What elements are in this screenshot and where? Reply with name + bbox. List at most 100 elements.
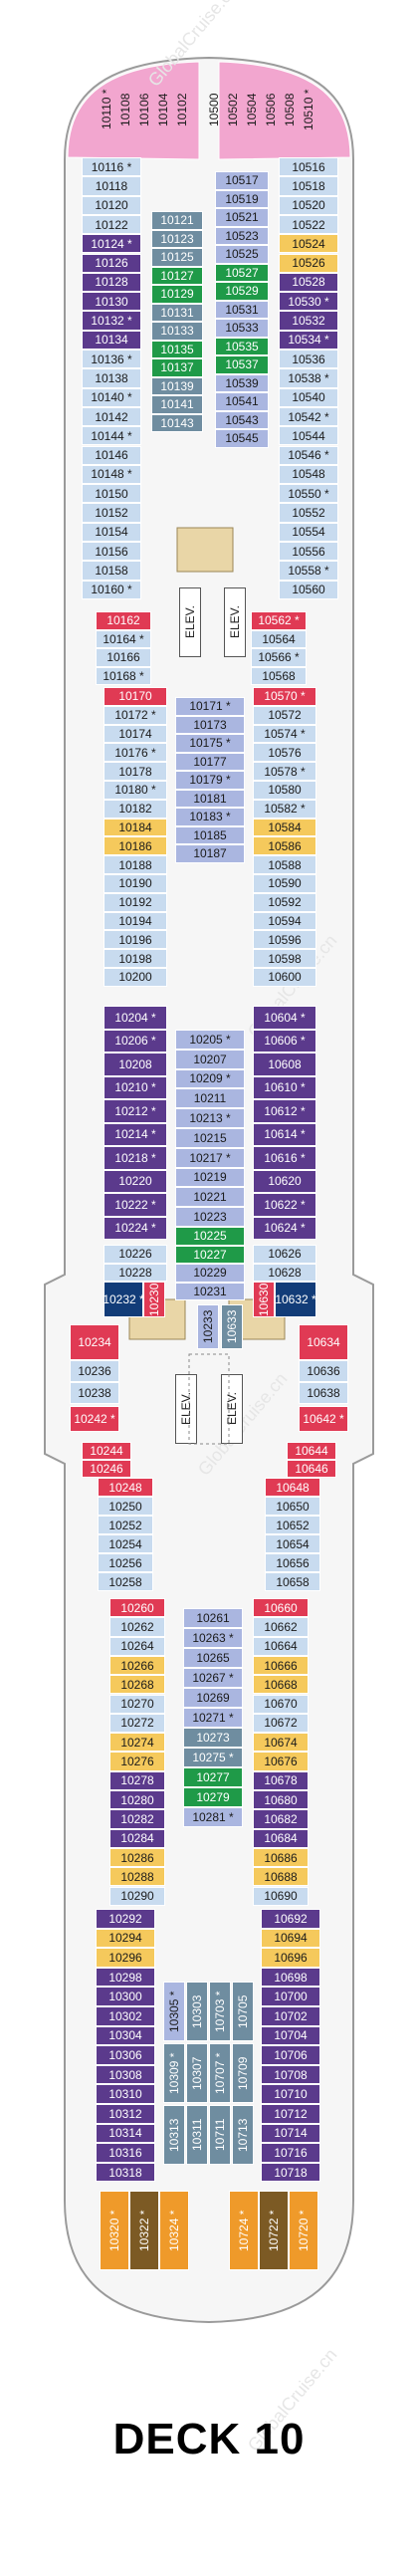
cabin-10531[interactable]: 10531	[215, 300, 269, 319]
cabin-10633[interactable]: 10633	[221, 1304, 243, 1349]
cabin-10284[interactable]: 10284	[109, 1828, 165, 1848]
cabin-10207[interactable]: 10207	[175, 1049, 245, 1069]
cabin-10170[interactable]: 10170	[104, 687, 167, 706]
cabin-10592[interactable]: 10592	[253, 892, 316, 912]
cabin-10314[interactable]: 10314	[96, 2123, 155, 2144]
cabin-10172[interactable]: 10172 *	[104, 705, 167, 725]
cabin-10510[interactable]: 10510 *	[302, 89, 315, 130]
cabin-10146[interactable]: 10146	[82, 445, 141, 465]
cabin-10310[interactable]: 10310	[96, 2084, 155, 2104]
cabin-10521[interactable]: 10521	[215, 208, 269, 227]
cabin-10526[interactable]: 10526	[279, 253, 338, 273]
cabin-10702[interactable]: 10702	[261, 2006, 320, 2026]
cabin-10179[interactable]: 10179 *	[175, 771, 245, 790]
cabin-10181[interactable]: 10181	[175, 789, 245, 808]
cabin-10260[interactable]: 10260	[109, 1598, 165, 1618]
cabin-10540[interactable]: 10540	[279, 387, 338, 407]
cabin-10668[interactable]: 10668	[253, 1675, 309, 1695]
cabin-10684[interactable]: 10684	[253, 1828, 309, 1848]
cabin-10300[interactable]: 10300	[96, 1987, 155, 2006]
cabin-10180[interactable]: 10180 *	[104, 781, 167, 800]
cabin-10612[interactable]: 10612 *	[253, 1099, 316, 1123]
cabin-10244[interactable]: 10244	[82, 1442, 131, 1460]
cabin-10620[interactable]: 10620	[253, 1169, 316, 1193]
cabin-10718[interactable]: 10718	[261, 2162, 320, 2183]
cabin-10654[interactable]: 10654	[265, 1534, 320, 1553]
cabin-10316[interactable]: 10316	[96, 2143, 155, 2163]
cabin-10539[interactable]: 10539	[215, 373, 269, 392]
cabin-10572[interactable]: 10572	[253, 705, 316, 725]
cabin-10520[interactable]: 10520	[279, 195, 338, 215]
cabin-10280[interactable]: 10280	[109, 1790, 165, 1810]
cabin-10219[interactable]: 10219	[175, 1167, 245, 1188]
cabin-10212[interactable]: 10212 *	[104, 1099, 167, 1123]
cabin-10168[interactable]: 10168 *	[96, 666, 151, 685]
cabin-10674[interactable]: 10674	[253, 1733, 309, 1753]
cabin-10274[interactable]: 10274	[109, 1733, 165, 1753]
cabin-10132[interactable]: 10132 *	[82, 311, 141, 331]
cabin-10238[interactable]: 10238	[70, 1382, 119, 1404]
cabin-10296[interactable]: 10296	[96, 1948, 155, 1968]
cabin-10129[interactable]: 10129	[151, 285, 203, 304]
cabin-10672[interactable]: 10672	[253, 1713, 309, 1734]
cabin-10622[interactable]: 10622 *	[253, 1193, 316, 1217]
cabin-10262[interactable]: 10262	[109, 1617, 165, 1637]
cabin-10204[interactable]: 10204 *	[104, 1006, 167, 1030]
cabin-10222[interactable]: 10222 *	[104, 1193, 167, 1217]
cabin-10582[interactable]: 10582 *	[253, 799, 316, 819]
cabin-10682[interactable]: 10682	[253, 1809, 309, 1829]
cabin-10500[interactable]: 10500	[207, 93, 221, 126]
cabin-10125[interactable]: 10125	[151, 248, 203, 267]
cabin-10548[interactable]: 10548	[279, 464, 338, 485]
cabin-10220[interactable]: 10220	[104, 1169, 167, 1193]
cabin-10217[interactable]: 10217 *	[175, 1147, 245, 1168]
cabin-10714[interactable]: 10714	[261, 2123, 320, 2144]
cabin-10529[interactable]: 10529	[215, 282, 269, 301]
cabin-10566[interactable]: 10566 *	[251, 648, 307, 667]
cabin-10537[interactable]: 10537	[215, 355, 269, 374]
cabin-10720[interactable]: 10720 *	[289, 2191, 318, 2270]
cabin-10624[interactable]: 10624 *	[253, 1216, 316, 1240]
cabin-10558[interactable]: 10558 *	[279, 561, 338, 581]
cabin-10242[interactable]: 10242 *	[70, 1406, 119, 1432]
cabin-10536[interactable]: 10536	[279, 350, 338, 369]
cabin-10186[interactable]: 10186	[104, 836, 167, 856]
cabin-10711[interactable]: 10711	[209, 2105, 231, 2165]
cabin-10236[interactable]: 10236	[70, 1360, 119, 1382]
cabin-10586[interactable]: 10586	[253, 836, 316, 856]
cabin-10320[interactable]: 10320 *	[100, 2191, 129, 2270]
cabin-10254[interactable]: 10254	[98, 1534, 153, 1553]
cabin-10306[interactable]: 10306	[96, 2045, 155, 2065]
cabin-10272[interactable]: 10272	[109, 1713, 165, 1734]
cabin-10588[interactable]: 10588	[253, 855, 316, 874]
cabin-10192[interactable]: 10192	[104, 892, 167, 912]
cabin-10705[interactable]: 10705	[232, 1982, 254, 2041]
cabin-10230[interactable]: 10230	[143, 1282, 165, 1317]
cabin-10636[interactable]: 10636	[299, 1360, 348, 1382]
cabin-10121[interactable]: 10121	[151, 211, 203, 230]
cabin-10288[interactable]: 10288	[109, 1867, 165, 1887]
cabin-10312[interactable]: 10312	[96, 2104, 155, 2124]
cabin-10156[interactable]: 10156	[82, 542, 141, 562]
cabin-10680[interactable]: 10680	[253, 1790, 309, 1810]
cabin-10318[interactable]: 10318	[96, 2162, 155, 2183]
cabin-10263[interactable]: 10263 *	[183, 1628, 243, 1648]
cabin-10215[interactable]: 10215	[175, 1128, 245, 1148]
cabin-10698[interactable]: 10698	[261, 1967, 320, 1988]
cabin-10273[interactable]: 10273	[183, 1728, 243, 1748]
cabin-10648[interactable]: 10648	[265, 1478, 320, 1497]
cabin-10707[interactable]: 10707 *	[209, 2043, 231, 2103]
cabin-10133[interactable]: 10133	[151, 322, 203, 341]
cabin-10160[interactable]: 10160 *	[82, 580, 141, 599]
cabin-10309[interactable]: 10309 *	[163, 2043, 185, 2103]
cabin-10570[interactable]: 10570 *	[253, 687, 316, 706]
cabin-10704[interactable]: 10704	[261, 2025, 320, 2046]
cabin-10269[interactable]: 10269	[183, 1688, 243, 1708]
cabin-10205[interactable]: 10205 *	[175, 1030, 245, 1050]
cabin-10250[interactable]: 10250	[98, 1497, 153, 1516]
cabin-10533[interactable]: 10533	[215, 319, 269, 338]
cabin-10594[interactable]: 10594	[253, 911, 316, 931]
cabin-10664[interactable]: 10664	[253, 1636, 309, 1656]
cabin-10709[interactable]: 10709	[232, 2043, 254, 2103]
cabin-10686[interactable]: 10686	[253, 1847, 309, 1868]
